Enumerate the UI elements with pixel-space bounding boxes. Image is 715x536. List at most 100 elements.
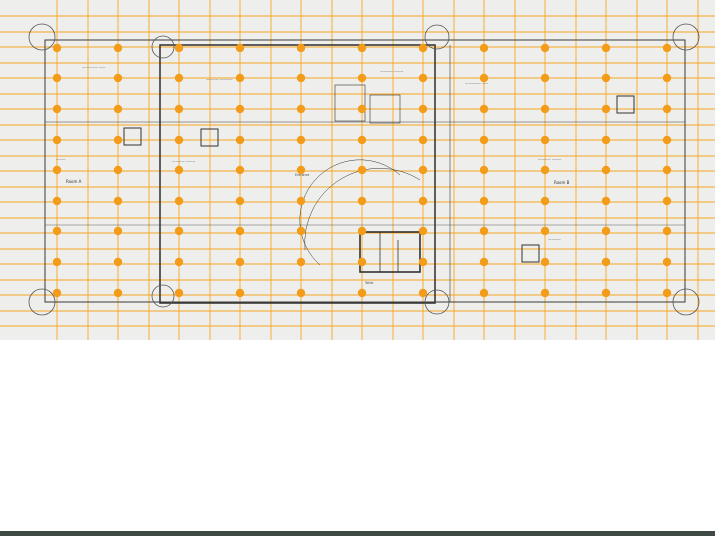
grid-node (662, 73, 672, 83)
grid-node (235, 135, 245, 145)
grid-node (296, 73, 306, 83)
grid-node (357, 165, 367, 175)
grid-node (418, 73, 428, 83)
annotation: ——— (56, 157, 66, 161)
grid-node (662, 165, 672, 175)
grid-node (174, 288, 184, 298)
corner-marker (151, 284, 175, 308)
grid-node (540, 104, 550, 114)
grid-node (235, 43, 245, 53)
column-box (200, 128, 219, 147)
annotation: ———— (548, 237, 562, 241)
annotation: ———— ——— (538, 157, 562, 161)
grid-node (662, 135, 672, 145)
curved-stair-outline (299, 159, 401, 266)
grid-node (235, 257, 245, 267)
building-outline (44, 39, 686, 304)
plan-annotations: ————— —— ———— ———— ———— ——— ————— —— ———… (56, 65, 570, 285)
grid-node (296, 165, 306, 175)
grid-node (174, 135, 184, 145)
grid-node (296, 135, 306, 145)
grid-node (52, 43, 62, 53)
grid-node (235, 73, 245, 83)
grid-node (662, 196, 672, 206)
annotation: ———— ——— (380, 69, 404, 73)
grid-node (662, 43, 672, 53)
column-box (616, 95, 635, 114)
grid-node (479, 226, 489, 236)
grid-node (52, 104, 62, 114)
main-hall-wall (159, 44, 436, 304)
grid-node (296, 196, 306, 206)
grid-node (540, 196, 550, 206)
grid-node (174, 104, 184, 114)
grid-node (601, 135, 611, 145)
grid-node (235, 288, 245, 298)
toilet-room (359, 231, 421, 273)
floor-plan-drawing: ————— —— ———— ———— ———— ——— ————— —— ———… (0, 0, 715, 340)
corner-marker (151, 35, 175, 59)
grid-node (418, 104, 428, 114)
grid-node (52, 196, 62, 206)
grid-node (113, 104, 123, 114)
grid-node (235, 196, 245, 206)
grid-node (540, 226, 550, 236)
annotation: ———— ——— (172, 159, 196, 163)
grid-node (601, 288, 611, 298)
grid-node (418, 288, 428, 298)
grid-node (479, 73, 489, 83)
column-box (521, 244, 540, 263)
grid-node (174, 196, 184, 206)
room-label: Room A (66, 179, 82, 184)
grid-node (52, 226, 62, 236)
counter (369, 94, 401, 124)
grid-node (113, 196, 123, 206)
grid-node (601, 104, 611, 114)
corner-column-markers (28, 23, 700, 316)
grid-node (601, 226, 611, 236)
grid-node (113, 73, 123, 83)
grid-node (113, 226, 123, 236)
grid-node (418, 43, 428, 53)
grid-node (113, 135, 123, 145)
grid-node (235, 104, 245, 114)
grid-node (357, 135, 367, 145)
annotation: ———— ———— (206, 77, 233, 81)
column-box (123, 127, 142, 146)
grid-node (662, 257, 672, 267)
grid-node (357, 73, 367, 83)
grid-node (479, 257, 489, 267)
grid-intersection-dots (52, 43, 672, 298)
grid-node (52, 288, 62, 298)
grid-node (174, 257, 184, 267)
grid-node (296, 43, 306, 53)
grid-node (479, 165, 489, 175)
curved-stair-outline (304, 168, 421, 251)
grid-node (540, 288, 550, 298)
grid-node (601, 73, 611, 83)
grid-node (540, 165, 550, 175)
grid-node (296, 257, 306, 267)
grid-node (601, 257, 611, 267)
grid-node (174, 165, 184, 175)
grid-node (357, 104, 367, 114)
grid-node (357, 43, 367, 53)
grid-node (601, 43, 611, 53)
marker-label: Toilet (364, 281, 374, 285)
grid-node (52, 257, 62, 267)
grid-node (540, 73, 550, 83)
grid-node (296, 288, 306, 298)
grid-node (357, 196, 367, 206)
grid-node (113, 43, 123, 53)
grid-node (235, 165, 245, 175)
grid-node (479, 104, 489, 114)
corner-marker (672, 288, 700, 316)
grid-node (235, 226, 245, 236)
room-label: Room B (554, 180, 570, 185)
grid-node (662, 288, 672, 298)
grid-node (296, 226, 306, 236)
grid-node (113, 165, 123, 175)
corner-marker (672, 23, 700, 51)
grid-node (418, 226, 428, 236)
